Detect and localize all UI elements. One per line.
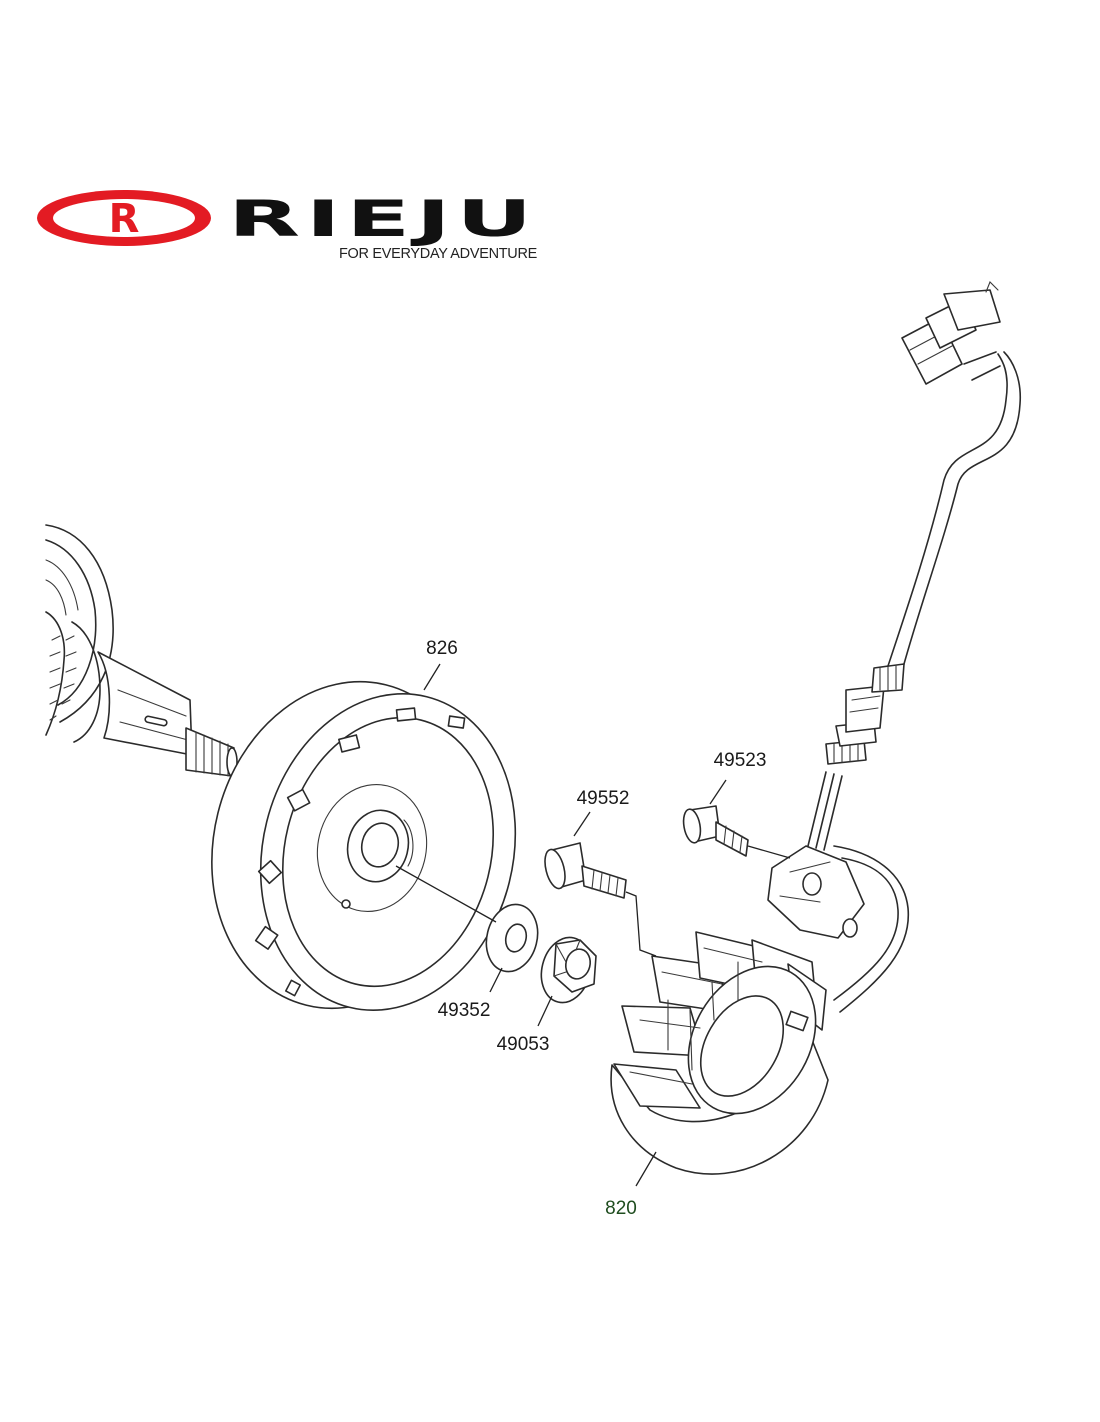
part-number-label: 49552 xyxy=(577,788,630,809)
part-number-label: 820 xyxy=(605,1198,637,1219)
flange-nut-part xyxy=(540,936,597,1004)
brand-tagline: FOR EVERYDAY ADVENTURE xyxy=(339,245,537,262)
part-number-label: 49523 xyxy=(714,750,767,771)
part-number-label: 826 xyxy=(426,638,458,659)
rieju-logo: R RIEJU FOR EVERYDAY ADVENTURE xyxy=(37,190,538,262)
bolt-49523-part xyxy=(682,805,749,857)
rieju-emblem: R xyxy=(37,190,211,246)
part-number-label: 49053 xyxy=(497,1034,550,1055)
leader-lines xyxy=(395,663,791,1187)
wire-harness xyxy=(825,281,1022,765)
brand-wordmark: RIEJU xyxy=(228,190,538,248)
washer-part xyxy=(485,903,539,973)
bolt-49552-part xyxy=(544,842,627,899)
crankshaft-drawing xyxy=(45,524,238,777)
part-number-label: 49352 xyxy=(438,1000,491,1021)
flywheel-rotor xyxy=(211,680,517,1011)
stator-assembly xyxy=(610,771,910,1175)
emblem-letter: R xyxy=(109,196,140,242)
part-callouts: 826 49523 49552 49352 49053 820 xyxy=(426,638,766,1219)
